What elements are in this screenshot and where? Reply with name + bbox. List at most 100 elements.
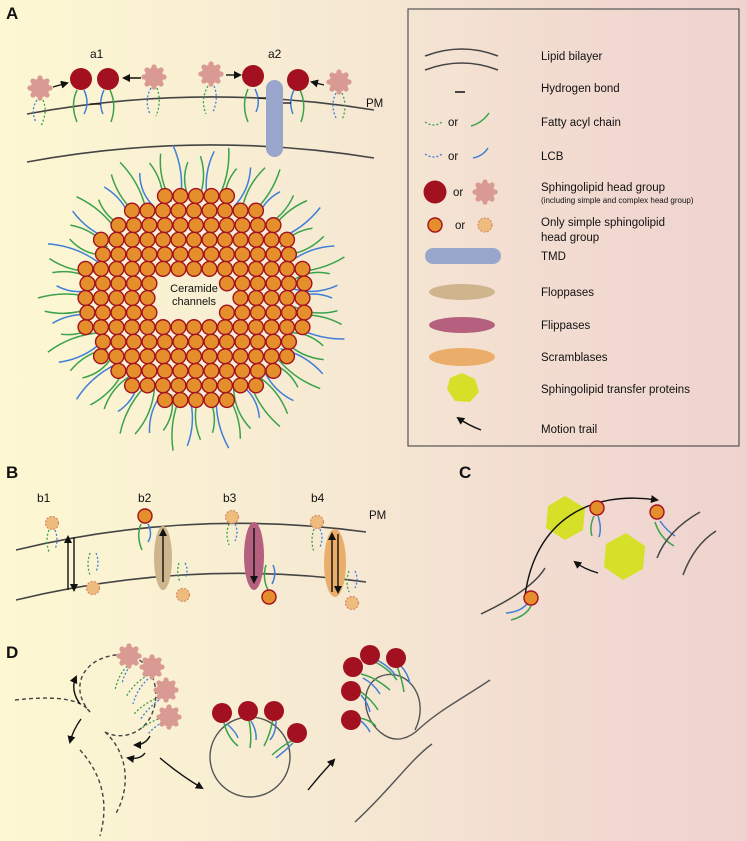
legend-label-simple-head-2: head group	[541, 232, 599, 244]
ceramide-head	[249, 304, 267, 321]
floppase-icon	[429, 284, 495, 300]
ceramide-head	[234, 333, 251, 350]
label-pm-a: PM	[366, 98, 383, 110]
ceramide-head	[172, 187, 189, 205]
ceramide-head	[94, 304, 112, 321]
panel-d-letter: D	[6, 643, 18, 662]
ceramide-head	[125, 333, 143, 350]
ceramide-head	[92, 231, 110, 248]
ceramide-head	[280, 246, 298, 263]
ceramide-head	[94, 333, 112, 350]
ceramide-head	[187, 391, 205, 409]
ceramide-head	[203, 187, 220, 205]
ceramide-head	[185, 377, 203, 394]
sphingolipid-head-group-icon	[423, 179, 498, 205]
ceramide-head	[296, 275, 313, 292]
ceramide-head	[185, 202, 203, 219]
label-a1: a1	[90, 47, 104, 61]
panel-d: D	[6, 643, 491, 837]
membrane-inner-leaflet	[26, 144, 375, 163]
ceramide-head	[108, 260, 125, 277]
ceramide-head	[265, 362, 282, 379]
ceramide-head	[139, 202, 156, 219]
b4-scramblase	[309, 514, 360, 611]
ceramide-head	[232, 260, 249, 277]
legend-note-head-group: (including simple and complex head group…	[541, 196, 694, 205]
legend: Lipid bilayer Hydrogen bond or Fatty acy…	[407, 8, 740, 447]
ceramide-head	[154, 260, 172, 277]
ceramide-head	[110, 333, 127, 350]
panel-b-letter: B	[6, 463, 18, 482]
ceramide-head	[92, 289, 110, 307]
tmd	[266, 80, 283, 157]
ceramide-head	[154, 231, 172, 248]
ceramide-head	[218, 275, 236, 292]
transfer-protein-icon	[447, 373, 479, 402]
ceramide-head	[94, 275, 112, 292]
ceramide-head	[294, 289, 311, 307]
complex-head-group-icon	[198, 61, 224, 87]
ceramide-head	[201, 319, 218, 336]
ceramide-head	[156, 246, 174, 263]
ceramide-head	[187, 187, 205, 205]
ceramide-head	[154, 202, 172, 219]
ceramide-head	[216, 231, 234, 248]
ceramide-head	[249, 333, 267, 350]
motion-trail-icon	[456, 416, 482, 431]
ceramide-head	[247, 348, 265, 365]
legend-label-fatty-acyl: Fatty acyl chain	[541, 117, 621, 129]
ceramide-head	[187, 333, 205, 350]
d-pink-lipids	[114, 643, 182, 735]
ceramide-head	[170, 377, 187, 394]
ceramide-head	[232, 348, 249, 365]
ceramide-head	[218, 362, 236, 379]
ceramide-head	[92, 348, 110, 365]
ceramide-head	[278, 348, 296, 365]
legend-box	[407, 8, 740, 447]
ceramide-head	[218, 187, 236, 205]
panel-c-letter: C	[459, 463, 471, 482]
legend-label-lipid-bilayer: Lipid bilayer	[541, 51, 603, 63]
ceramide-head	[123, 348, 141, 365]
ceramide-head	[218, 217, 236, 234]
ceramide-head	[156, 333, 174, 350]
ceramide-head	[232, 377, 249, 394]
label-b4: b4	[311, 491, 325, 505]
ceramide-head	[247, 202, 265, 219]
label-b1: b1	[37, 491, 51, 505]
membrane-b-inner	[15, 572, 367, 601]
legend-label-simple-head-1: Only simple sphingolipid	[541, 217, 665, 229]
ceramide-head	[77, 319, 94, 336]
ceramide-head	[170, 260, 187, 277]
ceramide-head	[249, 362, 267, 379]
legend-or-4: or	[455, 220, 465, 232]
ceramide-head	[172, 246, 189, 263]
b1-passive-diffusion	[44, 515, 101, 596]
ceramide-head	[201, 260, 218, 277]
ceramide-head	[187, 246, 205, 263]
ceramide-head	[247, 260, 265, 277]
ceramide-head	[234, 304, 251, 321]
ceramide-head	[232, 289, 249, 307]
sphingolipid-head	[287, 69, 309, 91]
ceramide-head	[77, 260, 94, 277]
ceramide-head	[263, 289, 280, 307]
ceramide-channels-label-line2: channels	[172, 296, 217, 308]
tmd-icon	[425, 248, 501, 264]
ceramide-head	[92, 260, 110, 277]
ceramide-head	[110, 304, 127, 321]
ceramide-head	[280, 275, 298, 292]
ceramide-head	[125, 246, 143, 263]
ceramide-head	[218, 391, 236, 409]
ceramide-head	[156, 217, 174, 234]
ceramide-head	[187, 362, 205, 379]
legend-label-hydrogen-bond: Hydrogen bond	[541, 83, 620, 95]
ceramide-head	[218, 246, 236, 263]
ceramide-head	[216, 202, 234, 219]
a2-lipids	[198, 61, 352, 123]
ceramide-head	[139, 231, 156, 248]
ceramide-head	[123, 231, 141, 248]
legend-label-motion-trail: Motion trail	[541, 424, 597, 436]
ceramide-head	[154, 348, 172, 365]
